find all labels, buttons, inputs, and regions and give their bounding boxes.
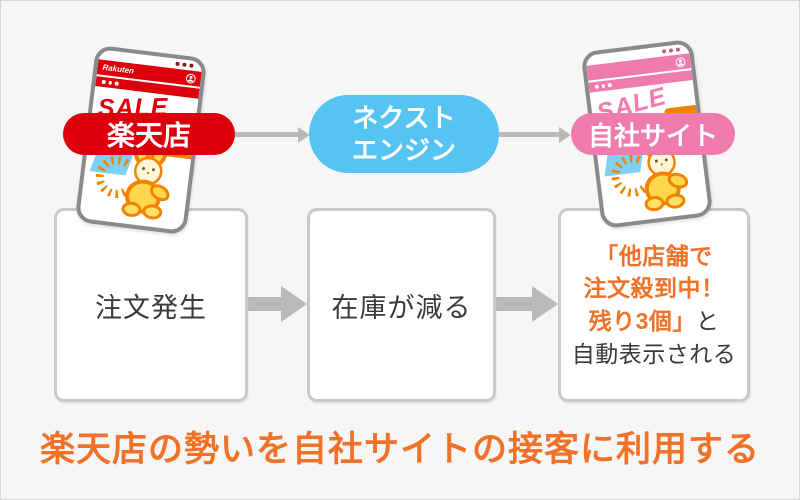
step3-plain-line3: と — [695, 308, 720, 334]
phone-bezel-dots-icon — [661, 47, 681, 54]
step3-highlight-line2: 注文殺到中！ — [583, 275, 725, 302]
arrow-step1-to-step2 — [248, 286, 307, 322]
dotted-arc-decoration — [611, 154, 648, 197]
dotted-arc-decoration — [95, 156, 130, 198]
step3-plain-line4: 自動表示される — [571, 340, 737, 367]
user-icon — [186, 73, 196, 83]
bunny-illustration — [121, 134, 170, 220]
rakuten-store-pill: 楽天店 — [63, 113, 235, 155]
next-engine-line1: ネクスト — [352, 102, 456, 133]
user-icon — [675, 57, 686, 67]
rakuten-phone-illustration: Rakuten SALE — [74, 44, 208, 236]
step1-label: 注文発生 — [95, 292, 207, 323]
rakuten-logo: Rakuten — [102, 62, 135, 76]
diagram-caption: 楽天店の勢いを自社サイトの接客に利用する — [39, 430, 760, 469]
step-box-auto-display: 「他店舗で 注文殺到中！ 残り3個」と 自動表示される — [558, 208, 750, 402]
step-box-order: 注文発生 — [54, 208, 248, 402]
arrow-engine-to-site — [499, 126, 571, 143]
arrow-step2-to-step3 — [496, 286, 558, 322]
rakuten-app-header: Rakuten — [96, 59, 202, 87]
step3-highlight-line3: 残り3個」 — [588, 308, 696, 334]
own-site-pill: 自社サイト — [571, 113, 735, 155]
step3-highlight-line1: 「他店舗で — [595, 242, 713, 269]
next-engine-line2: エンジン — [351, 135, 456, 165]
own-site-app-header — [586, 53, 692, 81]
next-engine-pill: ネクスト エンジン — [309, 95, 499, 173]
step-box-stock: 在庫が減る — [307, 208, 496, 402]
arrow-rakuten-to-engine — [235, 126, 310, 143]
step2-label: 在庫が減る — [331, 292, 472, 323]
step3-label: 「他店舗で 注文殺到中！ 残り3個」と 自動表示される — [572, 240, 737, 371]
phone-bezel-dots-icon — [175, 61, 194, 68]
